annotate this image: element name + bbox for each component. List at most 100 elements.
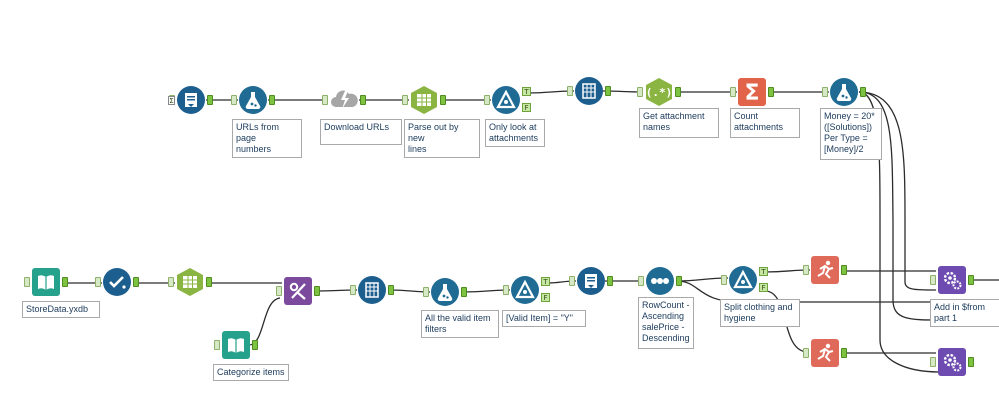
tool-annotation: [Valid Item] = "Y" — [502, 310, 586, 327]
sample-run-icon — [811, 256, 839, 284]
output-anchor[interactable] — [133, 277, 139, 287]
input-anchor[interactable] — [721, 275, 727, 285]
tool-sample-1[interactable] — [810, 255, 840, 285]
true-output-anchor[interactable]: T — [759, 267, 768, 276]
output-anchor[interactable] — [62, 277, 68, 287]
tool-text-to-columns-2[interactable] — [175, 267, 205, 297]
summarize-icon: Σ — [738, 78, 766, 106]
input-anchor[interactable] — [930, 275, 936, 285]
output-anchor[interactable] — [968, 275, 974, 285]
tool-filter-valid[interactable] — [510, 275, 540, 305]
tool-text-to-columns-1[interactable] — [409, 85, 439, 115]
text-to-columns-icon — [411, 86, 437, 114]
input-anchor[interactable] — [803, 348, 809, 358]
input-anchor[interactable] — [402, 95, 408, 105]
input-anchor[interactable] — [569, 276, 575, 286]
tool-find-replace[interactable] — [283, 276, 313, 306]
tool-text-input-1[interactable] — [176, 85, 206, 115]
input-anchor[interactable] — [214, 340, 220, 350]
wire — [858, 91, 999, 321]
false-output-anchor[interactable]: F — [541, 293, 550, 302]
tool-summarize[interactable]: Σ — [737, 77, 767, 107]
tool-annotation: Download URLs — [320, 119, 402, 145]
false-output-anchor[interactable]: F — [759, 283, 768, 292]
output-anchor[interactable] — [314, 286, 320, 296]
tool-multi-row[interactable] — [645, 266, 675, 296]
input-anchor[interactable] — [350, 285, 356, 295]
tool-filter-attachments[interactable] — [491, 85, 521, 115]
true-output-anchor[interactable]: T — [522, 87, 531, 96]
output-anchor[interactable] — [968, 357, 974, 367]
output-anchor[interactable] — [207, 95, 213, 105]
tool-input-categorize[interactable] — [221, 330, 251, 360]
tool-annotation: Categorize items — [213, 364, 289, 381]
tool-annotation: Count attachments — [730, 108, 800, 138]
find-replace-icon — [284, 277, 312, 305]
tool-text-input-2[interactable] — [576, 266, 606, 296]
output-anchor[interactable] — [676, 276, 682, 286]
tool-input-storedata[interactable] — [31, 267, 61, 297]
output-anchor[interactable] — [841, 265, 847, 275]
tool-annotation: URLs from page numbers — [232, 119, 302, 158]
tool-macro-2[interactable] — [937, 347, 967, 377]
input-anchor[interactable] — [423, 287, 429, 297]
input-anchor[interactable] — [822, 87, 828, 97]
sample-run-icon — [811, 339, 839, 367]
tool-sample-2[interactable] — [810, 338, 840, 368]
input-anchor[interactable] — [95, 277, 101, 287]
svg-text:(.*): (.*) — [646, 86, 673, 99]
input-anchor[interactable] — [930, 357, 936, 367]
input-anchor[interactable] — [637, 87, 643, 97]
output-anchor[interactable] — [860, 87, 866, 97]
input-anchor[interactable] — [276, 286, 282, 296]
auto-field-icon — [103, 268, 131, 296]
input-anchor[interactable] — [322, 95, 328, 105]
output-anchor[interactable] — [206, 277, 212, 287]
tool-formula-urls[interactable] — [238, 85, 268, 115]
input-anchor[interactable] — [484, 95, 490, 105]
tool-annotation: Get attachment names — [639, 108, 719, 138]
tool-formula-valid[interactable] — [430, 277, 460, 307]
tool-regex[interactable]: (.*) — [644, 77, 674, 107]
false-output-anchor[interactable]: F — [522, 103, 531, 112]
tool-select-2[interactable] — [357, 275, 387, 305]
output-anchor[interactable] — [269, 95, 275, 105]
input-anchor[interactable] — [231, 95, 237, 105]
tool-filter-split[interactable] — [728, 265, 758, 295]
output-anchor[interactable] — [360, 95, 366, 105]
input-anchor[interactable] — [168, 277, 174, 287]
true-output-anchor[interactable]: T — [541, 277, 550, 286]
tool-select-1[interactable] — [574, 76, 604, 106]
output-anchor[interactable] — [607, 276, 613, 286]
input-anchor[interactable] — [730, 87, 736, 97]
filter-icon — [511, 276, 539, 304]
input-anchor[interactable] — [503, 285, 509, 295]
text-input-icon — [577, 267, 605, 295]
output-anchor[interactable] — [252, 340, 258, 350]
output-anchor[interactable] — [388, 285, 394, 295]
output-anchor[interactable] — [605, 86, 611, 96]
wire — [248, 297, 281, 346]
macro-gears-icon — [938, 266, 966, 294]
output-anchor[interactable] — [440, 95, 446, 105]
output-anchor[interactable] — [841, 348, 847, 358]
tool-formula-money[interactable] — [829, 77, 859, 107]
input-anchor[interactable] — [803, 265, 809, 275]
input-anchor[interactable] — [567, 86, 573, 96]
tool-macro-1[interactable] — [937, 265, 967, 295]
output-anchor[interactable] — [675, 87, 681, 97]
filter-icon — [729, 266, 757, 294]
input-anchor[interactable] — [24, 277, 30, 287]
tool-auto-field[interactable] — [102, 267, 132, 297]
tool-annotation: All the valid item filters — [421, 310, 499, 338]
multi-row-icon — [646, 267, 674, 295]
tool-annotation: RowCount - Ascending salePrice - Descend… — [638, 297, 694, 349]
download-icon — [331, 90, 358, 109]
output-anchor[interactable] — [461, 287, 467, 297]
tool-download[interactable] — [329, 85, 359, 115]
input-anchor[interactable] — [638, 276, 644, 286]
output-anchor[interactable] — [768, 87, 774, 97]
text-to-columns-icon — [177, 268, 203, 296]
